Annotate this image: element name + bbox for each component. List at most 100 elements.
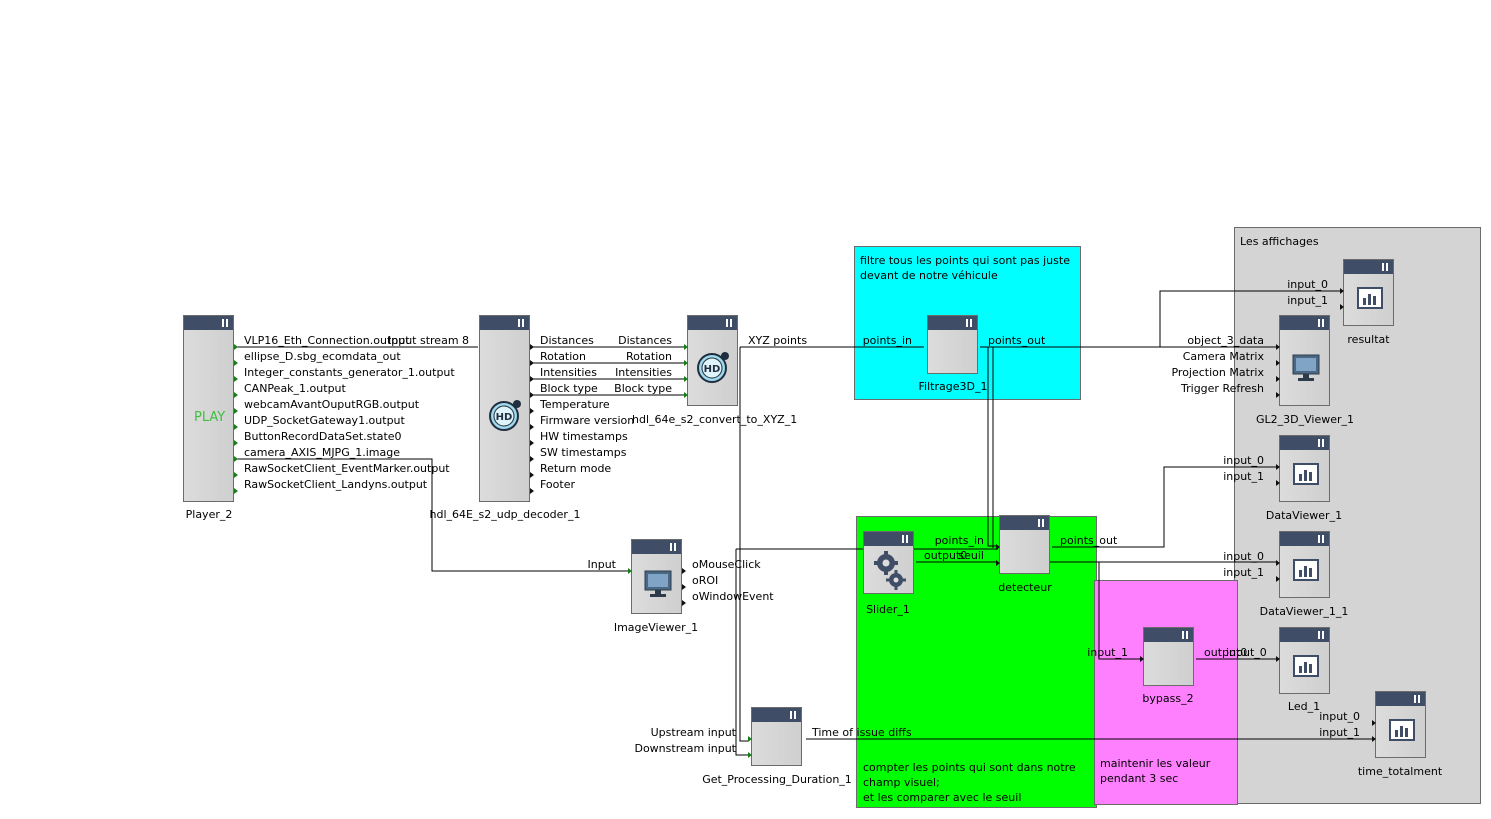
dataviewer11-header[interactable] bbox=[1280, 532, 1329, 546]
time-totalment-header[interactable] bbox=[1376, 692, 1425, 706]
player-header[interactable] bbox=[184, 316, 233, 330]
filtrage-node[interactable] bbox=[927, 315, 978, 374]
port[interactable] bbox=[530, 424, 534, 430]
pause-icon[interactable] bbox=[670, 543, 676, 551]
port[interactable] bbox=[996, 560, 1000, 566]
pause-icon[interactable] bbox=[1382, 263, 1388, 271]
port[interactable] bbox=[1276, 480, 1280, 486]
led-input-label: input_0 bbox=[1226, 646, 1267, 659]
pause-icon[interactable] bbox=[726, 319, 732, 327]
converter-input-label: Block type bbox=[614, 382, 672, 395]
led-header[interactable] bbox=[1280, 628, 1329, 642]
port[interactable] bbox=[1340, 288, 1344, 294]
port[interactable] bbox=[1276, 392, 1280, 398]
velodyne-hd-icon: HD bbox=[489, 400, 521, 431]
slider-node[interactable] bbox=[863, 531, 914, 594]
decoder-input-label: Input stream 8 bbox=[388, 334, 470, 347]
time-totalment-node[interactable] bbox=[1375, 691, 1426, 758]
play-label[interactable]: PLAY bbox=[194, 410, 226, 425]
detecteur-header[interactable] bbox=[1000, 516, 1049, 530]
port[interactable] bbox=[234, 376, 238, 382]
port[interactable] bbox=[1276, 464, 1280, 470]
port[interactable] bbox=[530, 456, 534, 462]
pause-icon[interactable] bbox=[1038, 519, 1044, 527]
port[interactable] bbox=[234, 360, 238, 366]
port[interactable] bbox=[1276, 344, 1280, 350]
filter-group-note: filtre tous les points qui sont pas just… bbox=[860, 254, 1070, 282]
resultat-node[interactable] bbox=[1343, 259, 1394, 326]
port[interactable] bbox=[234, 488, 238, 494]
resultat-input-label: input_0 bbox=[1287, 278, 1328, 291]
port[interactable] bbox=[234, 472, 238, 478]
port[interactable] bbox=[996, 544, 1000, 550]
port[interactable] bbox=[684, 392, 688, 398]
pause-icon[interactable] bbox=[1318, 631, 1324, 639]
converter-header[interactable] bbox=[688, 316, 737, 330]
port[interactable] bbox=[684, 344, 688, 350]
dataviewer1-node[interactable] bbox=[1279, 435, 1330, 502]
port[interactable] bbox=[234, 440, 238, 446]
pause-icon[interactable] bbox=[1414, 695, 1420, 703]
port[interactable] bbox=[684, 376, 688, 382]
port[interactable] bbox=[628, 568, 632, 574]
port[interactable] bbox=[684, 360, 688, 366]
viewer3d-node[interactable] bbox=[1279, 315, 1330, 406]
resultat-input-label: input_1 bbox=[1287, 294, 1328, 307]
port[interactable] bbox=[1276, 376, 1280, 382]
port[interactable] bbox=[234, 424, 238, 430]
decoder-header[interactable] bbox=[480, 316, 529, 330]
port[interactable] bbox=[234, 408, 238, 414]
led-node[interactable] bbox=[1279, 627, 1330, 694]
player-node[interactable]: PLAY bbox=[183, 315, 234, 502]
port[interactable] bbox=[530, 440, 534, 446]
port[interactable] bbox=[530, 376, 534, 382]
duration-header[interactable] bbox=[752, 708, 801, 722]
port[interactable] bbox=[1276, 656, 1280, 662]
port[interactable] bbox=[1276, 576, 1280, 582]
pause-icon[interactable] bbox=[1318, 439, 1324, 447]
dataviewer1-header[interactable] bbox=[1280, 436, 1329, 450]
port[interactable] bbox=[1372, 720, 1376, 726]
decoder-node[interactable]: HD bbox=[479, 315, 530, 502]
pause-icon[interactable] bbox=[222, 319, 228, 327]
resultat-name: resultat bbox=[1347, 333, 1390, 346]
port[interactable] bbox=[682, 568, 686, 574]
filtrage-header[interactable] bbox=[928, 316, 977, 330]
pause-icon[interactable] bbox=[518, 319, 524, 327]
imageviewer-node[interactable] bbox=[631, 539, 682, 614]
port[interactable] bbox=[682, 584, 686, 590]
pause-icon[interactable] bbox=[790, 711, 796, 719]
port[interactable] bbox=[1276, 360, 1280, 366]
pause-icon[interactable] bbox=[902, 535, 908, 543]
port[interactable] bbox=[1340, 304, 1344, 310]
viewer3d-header[interactable] bbox=[1280, 316, 1329, 330]
port[interactable] bbox=[234, 456, 238, 462]
imageviewer-header[interactable] bbox=[632, 540, 681, 554]
pause-icon[interactable] bbox=[1318, 535, 1324, 543]
port[interactable] bbox=[530, 408, 534, 414]
bypass-node[interactable] bbox=[1143, 627, 1194, 686]
dataviewer11-node[interactable] bbox=[1279, 531, 1330, 598]
pause-icon[interactable] bbox=[1318, 319, 1324, 327]
port[interactable] bbox=[682, 600, 686, 606]
duration-node[interactable] bbox=[751, 707, 802, 766]
port[interactable] bbox=[748, 736, 752, 742]
port[interactable] bbox=[530, 488, 534, 494]
port[interactable] bbox=[530, 344, 534, 350]
pause-icon[interactable] bbox=[1182, 631, 1188, 639]
slider-header[interactable] bbox=[864, 532, 913, 546]
port[interactable] bbox=[748, 752, 752, 758]
detecteur-node[interactable] bbox=[999, 515, 1050, 574]
port[interactable] bbox=[234, 344, 238, 350]
port[interactable] bbox=[234, 392, 238, 398]
converter-node[interactable]: HD bbox=[687, 315, 738, 406]
port[interactable] bbox=[530, 392, 534, 398]
pause-icon[interactable] bbox=[966, 319, 972, 327]
port[interactable] bbox=[1372, 736, 1376, 742]
resultat-header[interactable] bbox=[1344, 260, 1393, 274]
port[interactable] bbox=[1140, 656, 1144, 662]
port[interactable] bbox=[530, 360, 534, 366]
port[interactable] bbox=[1276, 560, 1280, 566]
port[interactable] bbox=[530, 472, 534, 478]
bypass-header[interactable] bbox=[1144, 628, 1193, 642]
